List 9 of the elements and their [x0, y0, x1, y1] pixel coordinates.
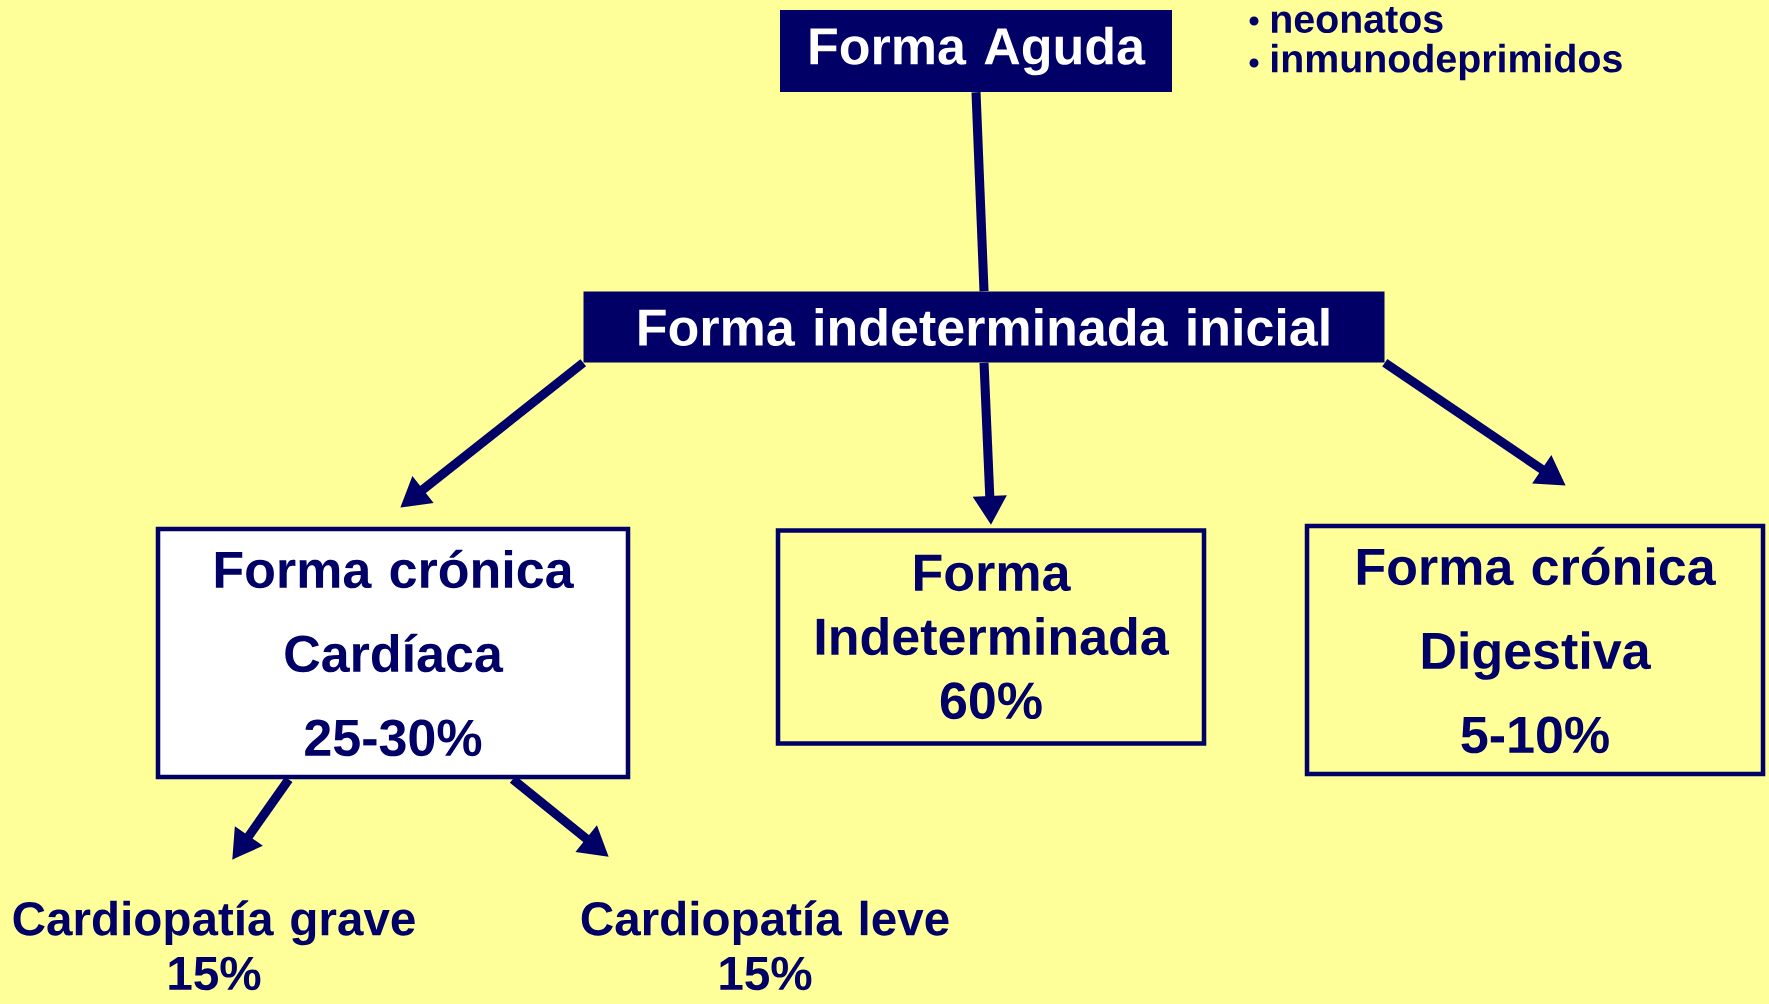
list-item: neonatos — [1271, 7, 1443, 33]
outcome-box: Forma crónica Digestiva 5-10% — [1304, 523, 1766, 777]
outcome-label: Cardiopatía leve 15% — [581, 900, 949, 991]
outcome-box: Forma Indeterminada 60% — [775, 528, 1207, 746]
list-item: inmunodeprimidos — [1272, 43, 1622, 81]
outcome-box: Forma crónica Cardíaca 25-30% — [155, 526, 631, 780]
title-box: Forma Aguda — [780, 10, 1172, 92]
outcome-label: Cardiopatía grave 15% — [13, 900, 415, 991]
title-box: Forma indeterminada inicial — [583, 291, 1385, 363]
